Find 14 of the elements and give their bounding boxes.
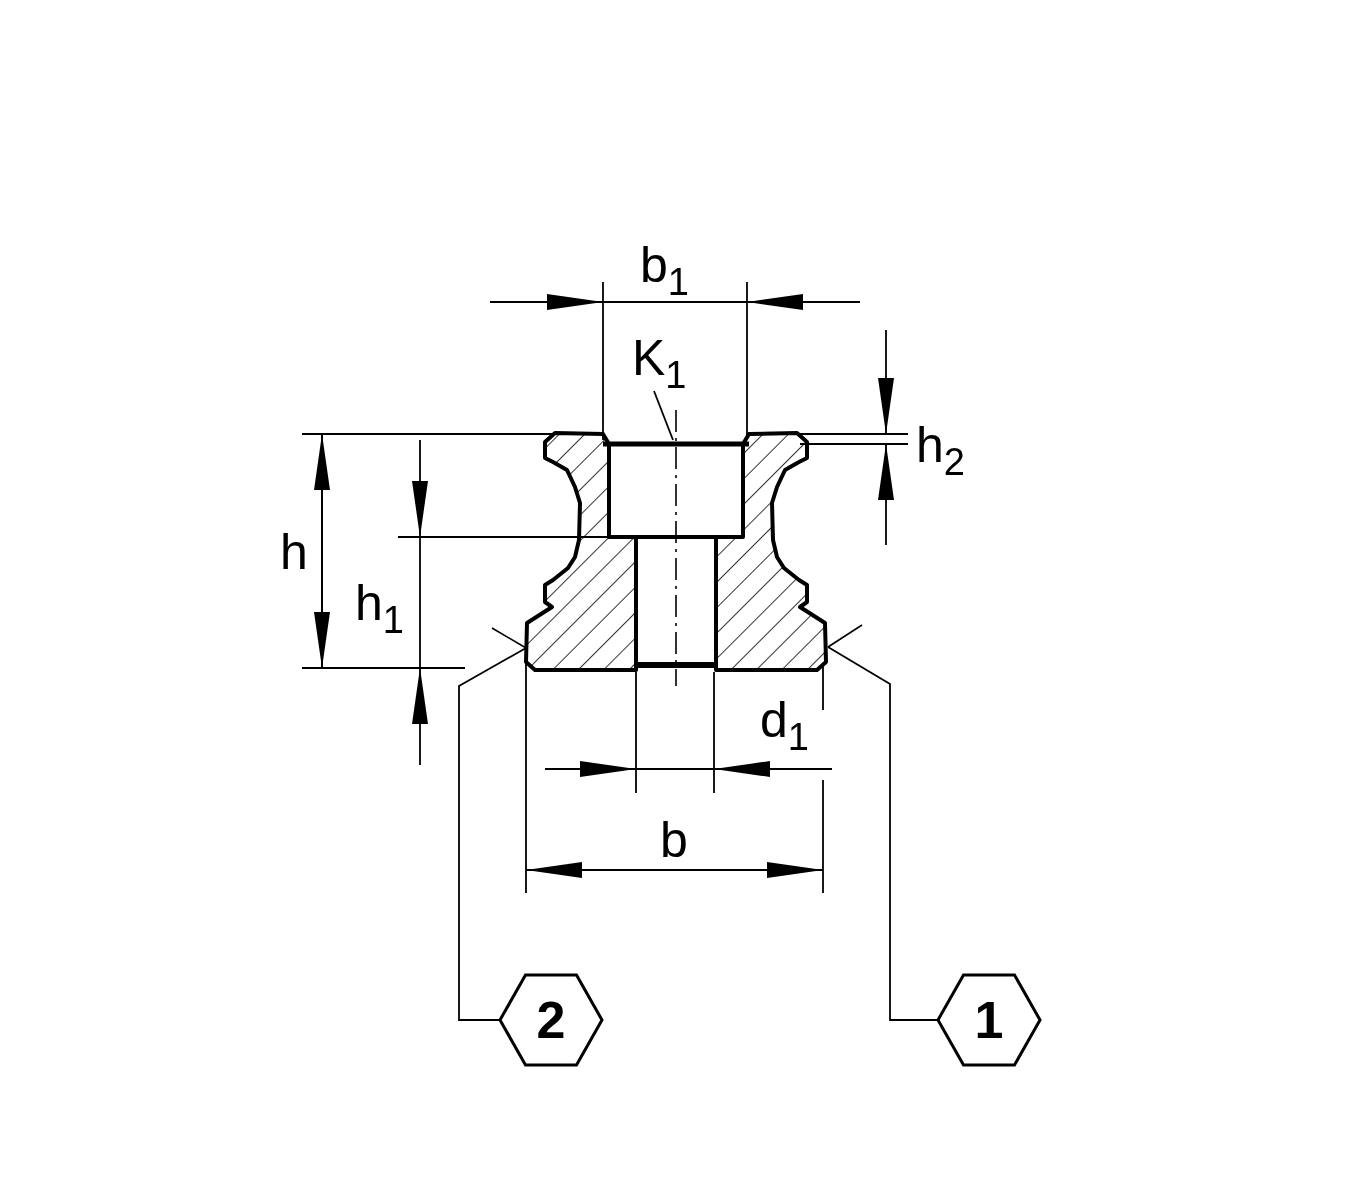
- callout-number: 1: [974, 994, 1004, 1046]
- dimension-label: h: [280, 527, 308, 577]
- leader-line: [827, 646, 939, 1021]
- callout-hexagon: [938, 975, 1040, 1065]
- callout-hexagon: [500, 975, 602, 1065]
- dimension-label: b$_{1}$: [640, 240, 689, 302]
- dimension-label: h$_{1}$: [355, 578, 404, 640]
- dimension-label: h$_{2}$: [916, 420, 965, 482]
- reference-label: K$_{1}$: [632, 333, 687, 395]
- dimension-label: b: [660, 815, 688, 865]
- leader-line: [458, 647, 527, 1021]
- dimension-label: d$_{1}$: [760, 695, 809, 757]
- leader-line: [653, 390, 674, 441]
- callout-number: 2: [536, 994, 566, 1046]
